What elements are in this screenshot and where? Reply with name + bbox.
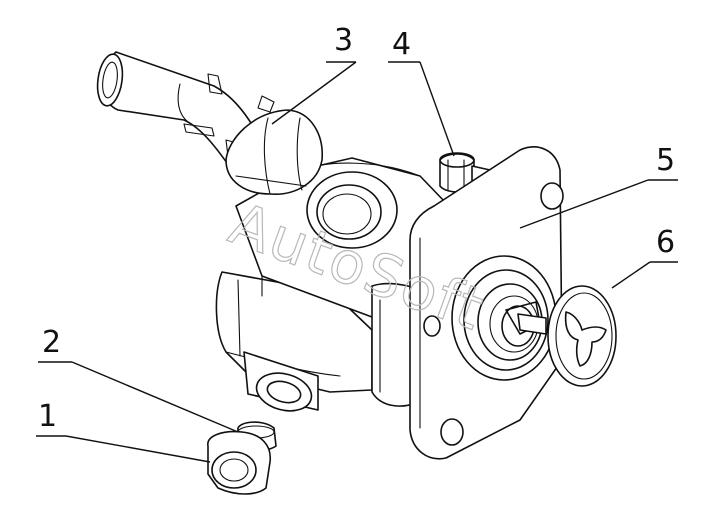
callout-6: 6 [656,225,675,260]
leader-lines [36,61,678,463]
mounting-flange [409,146,564,460]
callout-labels: 1 2 3 4 5 6 [38,23,675,434]
pulley-cap [547,285,617,387]
drain-plug-and-washer [207,421,277,495]
callout-2: 2 [42,325,61,360]
callout-4: 4 [392,27,411,62]
callout-1: 1 [38,399,57,434]
inlet-elbow-fitting [96,51,323,195]
callout-3: 3 [334,23,353,58]
callout-5: 5 [656,143,675,178]
